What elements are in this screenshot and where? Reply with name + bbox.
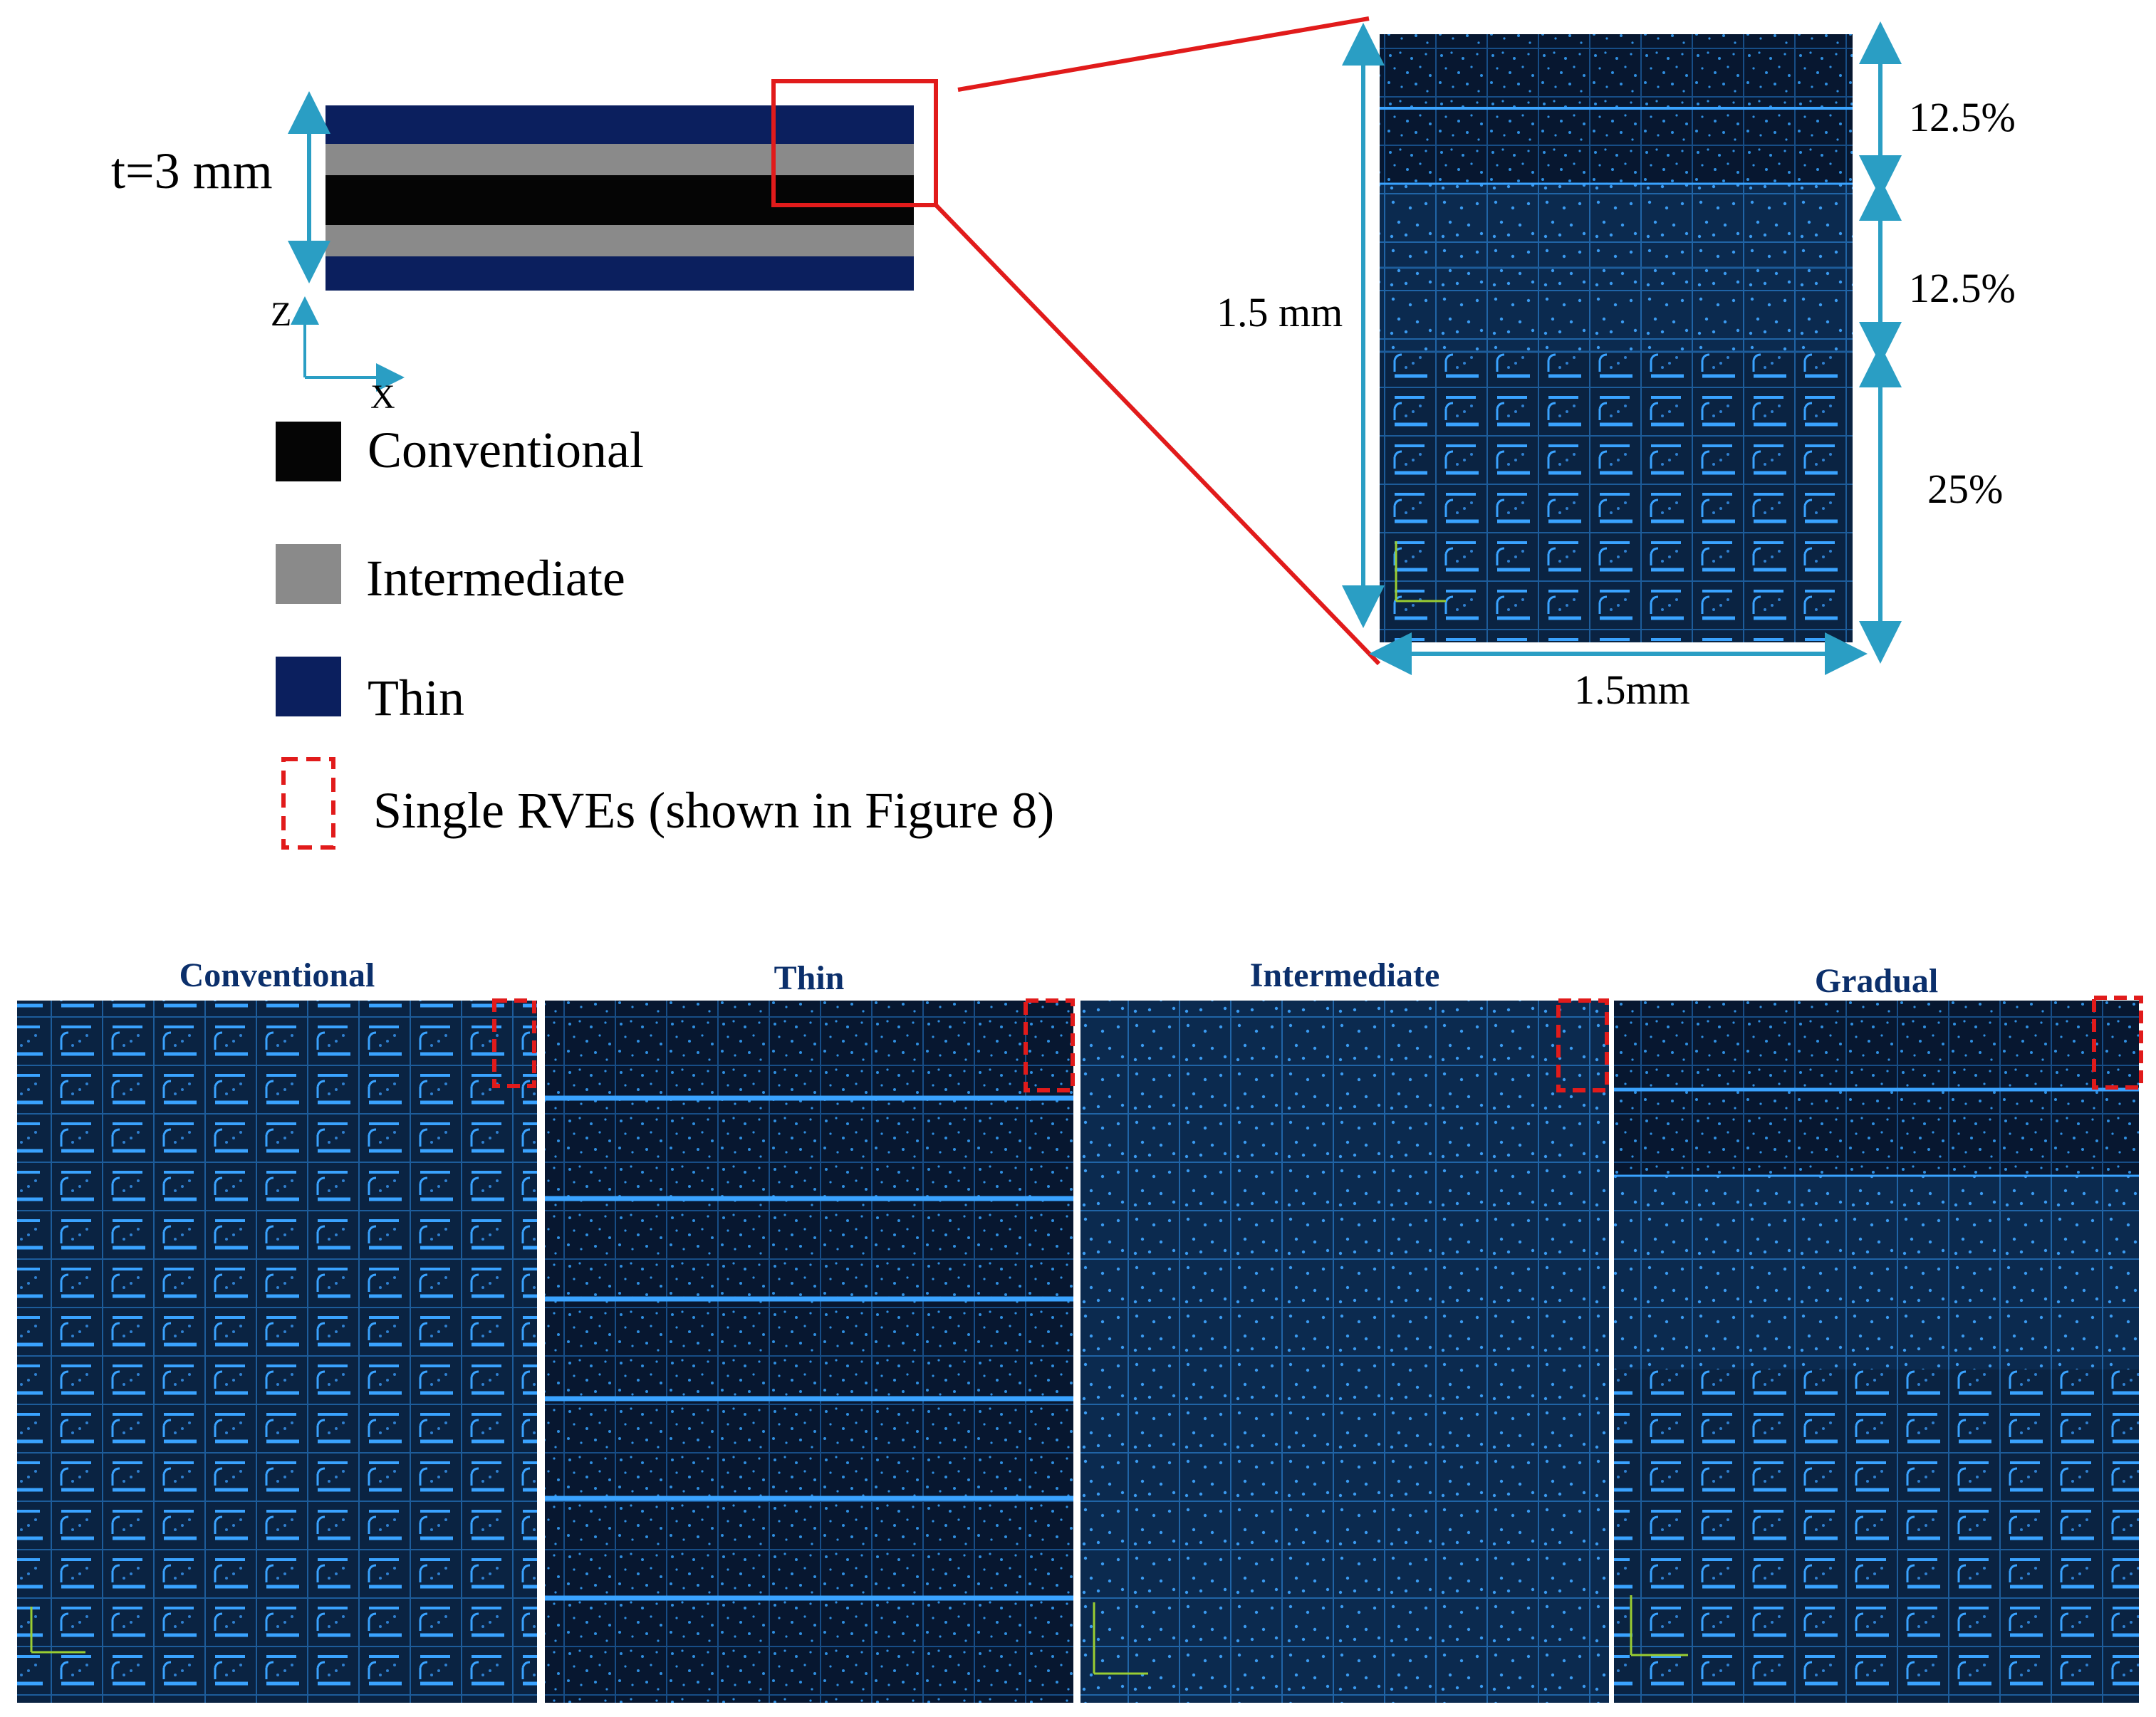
panel-title-thin: Thin: [774, 959, 845, 997]
section-label-3: 25%: [1927, 466, 2004, 512]
zoom-rve-stack: [1380, 34, 1853, 642]
thickness-label: t=3 mm: [111, 142, 273, 199]
panel-title-gradual: Gradual: [1814, 962, 1939, 1000]
panel-title-conventional: Conventional: [179, 956, 375, 994]
legend-label-conventional: Conventional: [368, 422, 644, 479]
panel-intermediate-mesh: [1080, 998, 1609, 1703]
axis-indicator: [291, 296, 405, 392]
zoom-height-label: 1.5 mm: [1217, 289, 1343, 335]
section-label-2: 12.5%: [1909, 265, 2016, 311]
legend-label-rve: Single RVEs (shown in Figure 8): [373, 782, 1055, 839]
panel-gradual-mesh: [1614, 996, 2143, 1703]
layer-intermediate-top: [326, 144, 914, 175]
zoom-width-label: 1.5mm: [1574, 667, 1690, 713]
legend-label-intermediate: Intermediate: [366, 550, 625, 607]
layer-conventional: [326, 175, 914, 225]
axis-x-label: X: [370, 378, 395, 416]
legend-label-thin: Thin: [368, 669, 464, 726]
layer-intermediate-bottom: [326, 225, 914, 256]
laminate-cross-section: [326, 105, 914, 291]
zoom-line-top: [957, 16, 1370, 92]
legend-swatch-thin: [276, 657, 341, 716]
section-label-1: 12.5%: [1909, 94, 2016, 140]
layer-thin-bottom: [326, 256, 914, 291]
rve-legend-swatch: [281, 757, 335, 850]
panel-axis-triads: [30, 541, 1688, 1675]
zoom-line-bottom: [934, 203, 1381, 666]
zoom-callout-box: [771, 79, 938, 207]
layer-thin-top: [326, 105, 914, 144]
panel-title-intermediate: Intermediate: [1249, 956, 1440, 994]
panel-conventional-mesh: [17, 998, 537, 1703]
legend-swatch-intermediate: [276, 544, 341, 604]
axis-z-label: Z: [271, 296, 292, 333]
panel-thin-mesh: [545, 998, 1075, 1703]
legend-swatch-conventional: [276, 422, 341, 481]
